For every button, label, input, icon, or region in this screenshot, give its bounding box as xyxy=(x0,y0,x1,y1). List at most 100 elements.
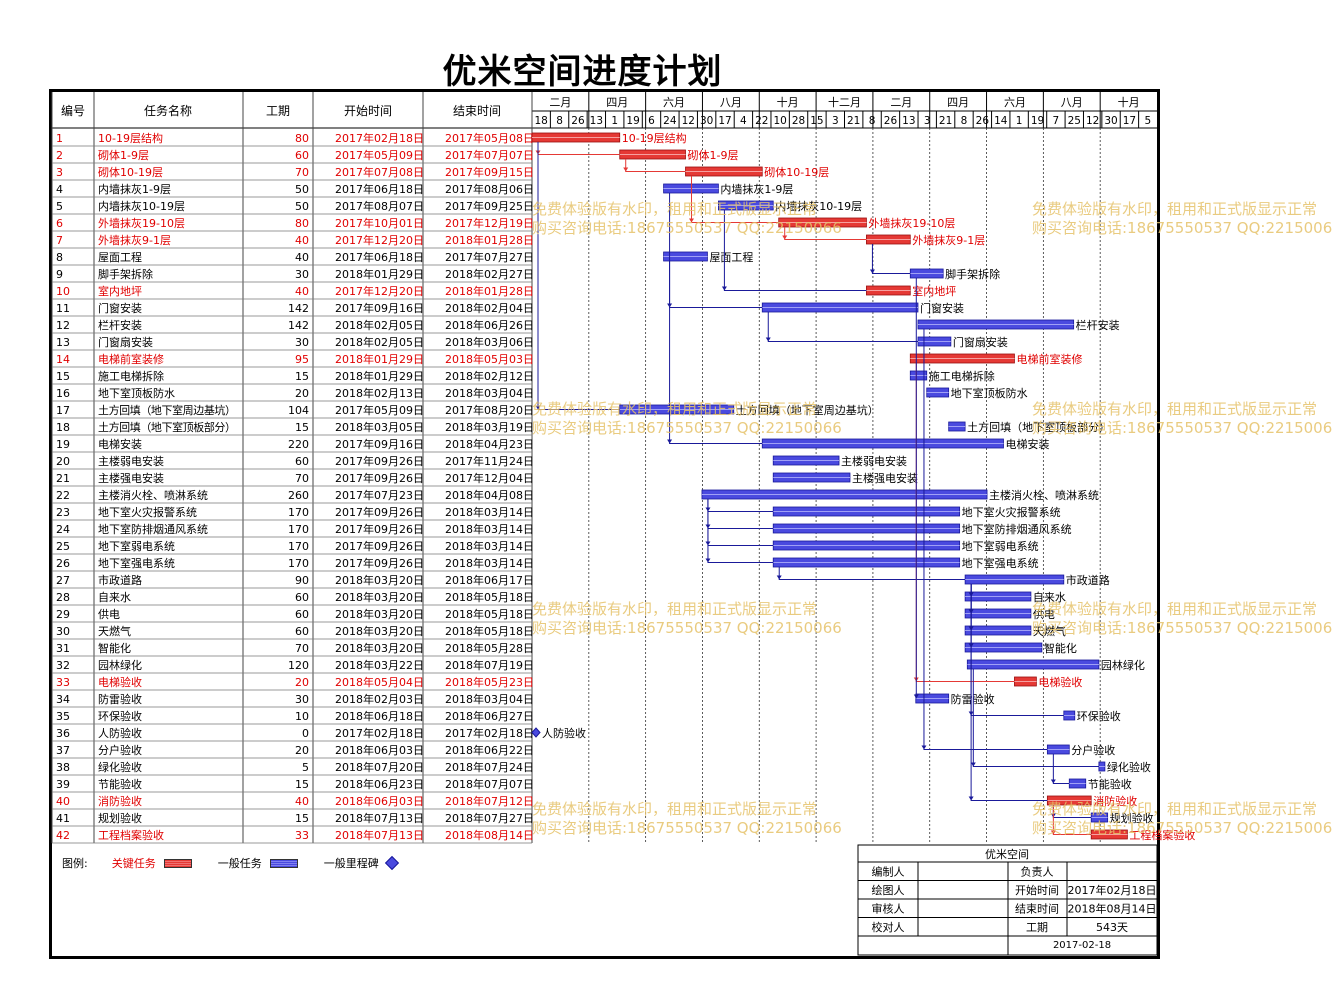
task-bar-label: 规划验收 xyxy=(1110,811,1154,825)
week-label: 8 xyxy=(869,115,876,127)
task-id: 12 xyxy=(56,319,70,332)
task-bar-label: 工程档案验收 xyxy=(1129,828,1195,842)
task-start: 2018年06月18日 xyxy=(335,709,424,723)
dependency-line xyxy=(537,142,620,410)
task-id: 5 xyxy=(56,200,63,213)
week-label: 5 xyxy=(1144,115,1151,127)
task-id: 34 xyxy=(56,693,70,706)
task-start: 2018年03月22日 xyxy=(335,658,424,672)
task-bar-label: 外墙抹灰9-1层 xyxy=(912,233,985,247)
task-name: 主楼强电安装 xyxy=(98,471,164,485)
dependency-arrow xyxy=(765,337,771,342)
legend-critical-label: 关键任务 xyxy=(111,857,156,870)
week-label: 22 xyxy=(755,115,768,127)
dependency-arrow xyxy=(689,218,695,223)
task-name: 内墙抹灰10-19层 xyxy=(98,199,185,213)
task-end: 2018年06月27日 xyxy=(445,709,534,723)
task-bar-label: 绿化验收 xyxy=(1107,760,1151,774)
task-start: 2017年02月18日 xyxy=(335,726,424,740)
week-label: 6 xyxy=(648,115,655,127)
info-left-label: 审核人 xyxy=(872,902,905,916)
task-duration: 30 xyxy=(295,268,309,281)
dependency-line xyxy=(707,499,774,563)
legend-milestone-icon xyxy=(384,855,399,871)
month-label: 八月 xyxy=(720,96,742,109)
week-label: 15 xyxy=(810,115,823,127)
header-id: 编号 xyxy=(61,103,85,118)
dependency-line xyxy=(669,193,763,444)
dependency-line xyxy=(767,312,918,342)
month-label: 十月 xyxy=(777,95,799,109)
task-end: 2018年02月12日 xyxy=(445,369,534,383)
info-value: 2017年02月18日 xyxy=(1068,883,1157,897)
task-id: 18 xyxy=(56,421,70,434)
dependency-arrow xyxy=(623,167,629,172)
task-end: 2018年07月12日 xyxy=(445,794,534,808)
task-name: 内墙抹灰1-9层 xyxy=(98,182,171,196)
task-end: 2018年05月28日 xyxy=(445,641,534,655)
task-bar-label: 环保验收 xyxy=(1077,709,1121,723)
task-name: 主楼消火栓、喷淋系统 xyxy=(98,488,208,502)
task-name: 环保验收 xyxy=(98,709,142,723)
task-duration: 60 xyxy=(295,591,309,604)
task-end: 2018年08月14日 xyxy=(445,828,534,842)
task-bar-label: 脚手架拆除 xyxy=(945,267,1000,281)
task-name: 砌体10-19层 xyxy=(98,165,163,179)
dependency-line xyxy=(691,176,779,223)
task-name: 砌体1-9层 xyxy=(98,148,149,162)
task-end: 2017年07月07日 xyxy=(445,148,534,162)
week-label: 30 xyxy=(1104,115,1117,127)
task-start: 2017年12月20日 xyxy=(335,233,424,247)
task-id: 37 xyxy=(56,744,70,757)
task-start: 2018年05月04日 xyxy=(335,675,424,689)
info-mid-label: 负责人 xyxy=(1021,865,1054,879)
task-end: 2018年05月23日 xyxy=(445,675,534,689)
task-id: 33 xyxy=(56,676,70,689)
info-mid-label: 结束时间 xyxy=(1015,903,1059,916)
task-start: 2018年02月05日 xyxy=(335,335,424,349)
task-bar-label: 电梯验收 xyxy=(1038,675,1082,689)
task-end: 2018年03月14日 xyxy=(445,505,534,519)
task-start: 2018年03月20日 xyxy=(335,607,424,621)
month-label: 八月 xyxy=(1061,96,1083,109)
task-duration: 70 xyxy=(295,472,309,485)
task-start: 2018年06月03日 xyxy=(335,743,424,757)
task-id: 24 xyxy=(56,523,70,536)
task-start: 2017年09月26日 xyxy=(335,539,424,553)
task-name: 主楼弱电安装 xyxy=(98,454,164,468)
month-label: 十二月 xyxy=(828,95,861,109)
task-duration: 60 xyxy=(295,625,309,638)
task-start: 2018年01月29日 xyxy=(335,352,424,366)
task-id: 16 xyxy=(56,387,70,400)
task-duration: 170 xyxy=(288,523,309,536)
task-start: 2018年02月05日 xyxy=(335,318,424,332)
task-duration: 120 xyxy=(288,659,309,672)
task-bar-label: 天燃气 xyxy=(1033,624,1066,638)
week-label: 13 xyxy=(902,115,915,127)
task-duration: 80 xyxy=(295,132,309,145)
task-end: 2018年04月08日 xyxy=(445,488,534,502)
task-id: 9 xyxy=(56,268,63,281)
task-bar-label: 门窗扇安装 xyxy=(953,335,1008,349)
legend: 图例: 关键任务 一般任务 一般里程碑 xyxy=(62,855,399,871)
dependency-arrow xyxy=(782,235,788,240)
task-start: 2017年09月26日 xyxy=(335,471,424,485)
task-end: 2018年04月23日 xyxy=(445,437,534,451)
legend-milestone-label: 一般里程碑 xyxy=(323,857,379,870)
dependency-arrow xyxy=(721,286,727,291)
task-id: 41 xyxy=(56,812,70,825)
week-label: 17 xyxy=(1123,115,1136,127)
dependency-line xyxy=(625,159,686,172)
task-id: 40 xyxy=(56,795,70,808)
task-bar-label: 地下室防排烟通风系统 xyxy=(962,522,1072,536)
task-name: 工程档案验收 xyxy=(98,828,164,842)
task-bar-label: 节能验收 xyxy=(1088,777,1132,791)
task-start: 2018年03月20日 xyxy=(335,624,424,638)
week-label: 21 xyxy=(939,115,952,127)
week-label: 7 xyxy=(1053,115,1060,127)
week-label: 28 xyxy=(792,115,805,127)
task-id: 39 xyxy=(56,778,70,791)
task-name: 施工电梯拆除 xyxy=(98,369,164,383)
task-duration: 60 xyxy=(295,608,309,621)
task-name: 绿化验收 xyxy=(98,760,142,774)
